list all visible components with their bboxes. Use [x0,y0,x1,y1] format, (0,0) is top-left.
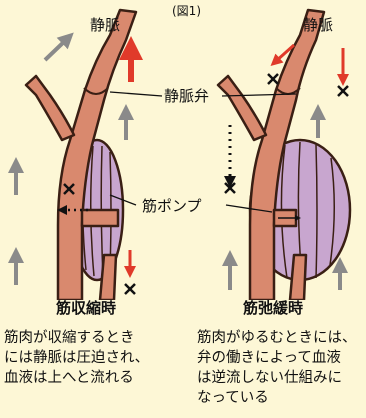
panel-title-left: 筋収縮時 [56,297,116,318]
label-vein-left: 静脈 [90,14,120,35]
caption-line: なっている [197,388,357,408]
caption-left: 筋肉が収縮するとき には静脈は圧迫され、 血液は上へと流れる [4,328,149,388]
left-vein [26,10,136,300]
caption-line: 筋肉が収縮するとき [4,328,149,348]
caption-line: は逆流しない仕組みに [197,368,357,388]
caption-line: 血液は上へと流れる [4,368,149,388]
caption-right: 筋肉がゆるむときには、 弁の働きによって血液 は逆流しない仕組みに なっている [197,328,357,408]
figure-number: (図1) [172,2,201,19]
vein-muscle-illustration [0,0,366,300]
gray-arrow [45,38,68,60]
label-muscle-pump: 筋ポンプ [140,195,204,216]
valve-leader-line [110,92,162,96]
label-vein-right: 静脈 [303,14,333,35]
caption-line: 弁の働きによって血液 [197,348,357,368]
label-valve: 静脈弁 [162,85,211,106]
panel-title-right: 筋弛緩時 [243,297,303,318]
caption-line: には静脈は圧迫され、 [4,348,149,368]
caption-line: 筋肉がゆるむときには、 [197,328,357,348]
